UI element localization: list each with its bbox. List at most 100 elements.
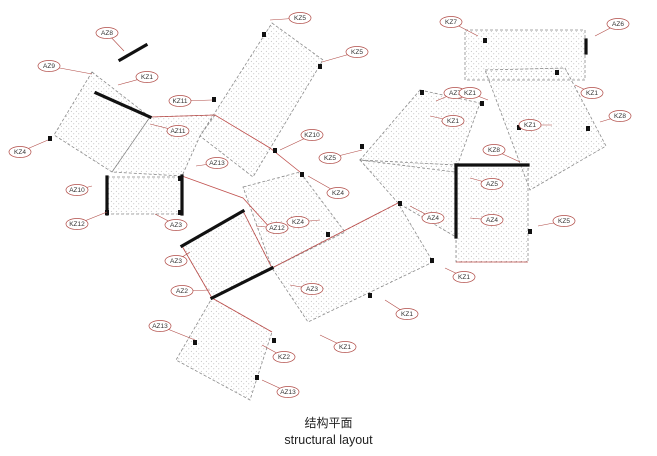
wall-group	[93, 38, 588, 301]
tag-label: KZ7	[445, 19, 457, 26]
tag-bubble	[168, 95, 192, 107]
tag-bubble	[480, 214, 504, 226]
tag-label: KZ1	[464, 90, 476, 97]
tag-label: KZ5	[558, 218, 570, 225]
column	[420, 90, 424, 95]
edge-3	[211, 297, 273, 333]
tag-bubble	[65, 184, 89, 196]
tag-bubble	[95, 27, 119, 39]
tag-bubble	[345, 46, 369, 58]
tag-label: AZ3	[170, 222, 182, 229]
structural-plan-drawing: AZ8KZ5KZ5AZ9KZ1KZ11AZ11KZ4KZ10AZ13KZ5AZ1…	[8, 12, 632, 401]
label-tag-group: AZ8KZ5KZ5AZ9KZ1KZ11AZ11KZ4KZ10AZ13KZ5AZ1…	[8, 12, 632, 398]
column	[360, 144, 364, 149]
slab-right-upper	[359, 89, 481, 173]
tag-bubble	[164, 255, 188, 267]
tag-bubble	[439, 16, 463, 28]
wall-4	[179, 208, 246, 249]
column	[483, 38, 487, 43]
column	[272, 338, 276, 343]
column	[555, 70, 559, 75]
wall-1	[117, 42, 149, 63]
tag-bubble	[518, 119, 542, 131]
tag-label: AZ10	[69, 187, 85, 194]
tag-label: KZ4	[14, 149, 26, 156]
tag-label: KZ1	[401, 311, 413, 318]
tag-bubble	[395, 308, 419, 320]
column-group	[48, 32, 590, 380]
tag-label: AZ8	[101, 30, 113, 37]
column	[178, 176, 182, 181]
column	[262, 32, 266, 37]
tag-label: KZ1	[458, 274, 470, 281]
caption-chinese: 结构平面	[304, 416, 353, 430]
tag-label: AZ4	[486, 217, 498, 224]
edge-4	[181, 245, 213, 299]
tag-bubble	[421, 212, 445, 224]
tag-bubble	[205, 157, 229, 169]
tag-label: AZ6	[612, 21, 624, 28]
tag-label: KZ1	[141, 74, 153, 81]
column	[273, 148, 277, 153]
tag-label: AZ9	[43, 63, 55, 70]
tag-bubble	[272, 351, 296, 363]
tag-bubble	[288, 12, 312, 24]
tag-bubble	[170, 285, 194, 297]
tag-bubble	[148, 320, 172, 332]
tag-bubble	[37, 60, 61, 72]
column	[430, 258, 434, 263]
column	[212, 97, 216, 102]
tag-bubble	[458, 87, 482, 99]
tag-label: AZ13	[152, 323, 168, 330]
tag-bubble	[265, 222, 289, 234]
caption-english: structural layout	[284, 433, 373, 447]
column	[517, 125, 521, 130]
tag-label: AZ12	[269, 225, 285, 232]
slab-far-right	[484, 67, 607, 191]
tag-bubble	[286, 216, 310, 228]
tag-label: AZ2	[176, 288, 188, 295]
slab-small-annex	[106, 176, 183, 215]
slab-bottom	[175, 297, 273, 401]
edge-1	[149, 114, 301, 173]
tag-bubble	[164, 219, 188, 231]
tag-label: AZ3	[170, 258, 182, 265]
tag-bubble	[135, 71, 159, 83]
tag-label: KZ11	[172, 98, 187, 105]
tag-bubble	[552, 215, 576, 227]
tag-label: AZ5	[486, 181, 498, 188]
tag-label: KZ5	[294, 15, 306, 22]
slab-top-right	[464, 29, 586, 81]
tag-label: KZ1	[447, 118, 459, 125]
tag-label: KZ12	[69, 221, 85, 228]
column	[193, 340, 197, 345]
tag-label: KZ4	[332, 190, 344, 197]
tag-bubble	[580, 87, 604, 99]
tag-label: KZ5	[351, 49, 363, 56]
tag-label: KZ1	[586, 90, 598, 97]
column	[480, 101, 484, 106]
tag-label: KZ1	[339, 344, 351, 351]
column	[368, 293, 372, 298]
column	[586, 126, 590, 131]
column	[528, 229, 532, 234]
tag-label: AZ7	[449, 90, 461, 97]
tag-bubble	[606, 18, 630, 30]
column	[255, 375, 259, 380]
column	[48, 136, 52, 141]
tag-bubble	[333, 341, 357, 353]
tag-label: KZ8	[614, 113, 626, 120]
column	[105, 210, 109, 215]
tag-bubble	[8, 146, 32, 158]
wall-5	[209, 265, 275, 301]
tag-label: KZ8	[488, 147, 500, 154]
tag-bubble	[65, 218, 89, 230]
tag-bubble	[441, 115, 465, 127]
tag-bubble	[482, 144, 506, 156]
tag-bubble	[276, 386, 300, 398]
column	[398, 201, 402, 206]
column	[326, 232, 330, 237]
tag-bubble	[326, 187, 350, 199]
tag-bubble	[300, 129, 324, 141]
wall-2	[93, 90, 153, 120]
